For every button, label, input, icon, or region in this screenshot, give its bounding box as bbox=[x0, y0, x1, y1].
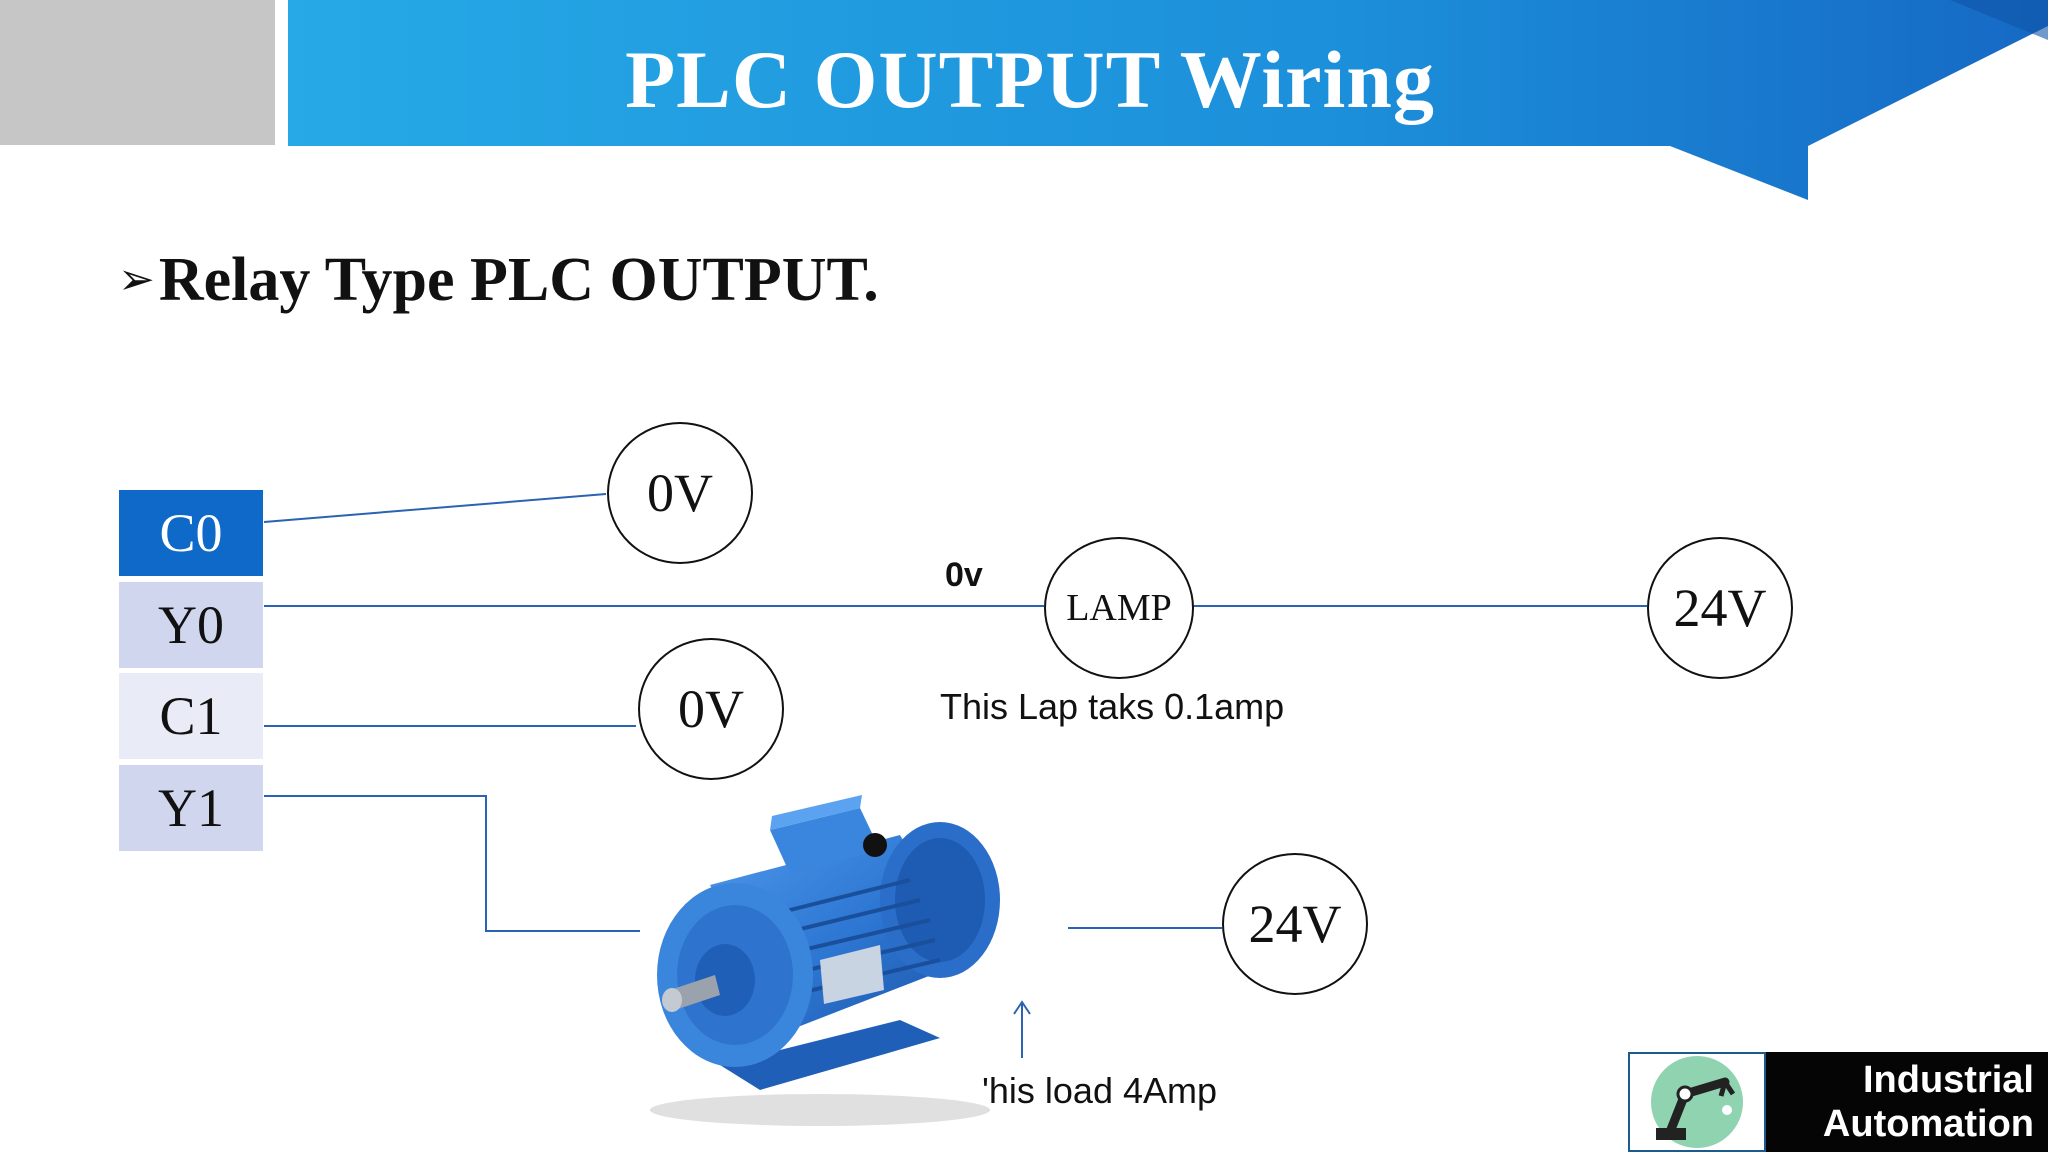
terminal-c1: C1 bbox=[119, 673, 263, 759]
header-banner bbox=[0, 0, 2048, 200]
wire-c0-0v bbox=[263, 493, 607, 523]
terminal-y1: Y1 bbox=[119, 765, 263, 851]
motor-note-text: his load 4Amp bbox=[988, 1070, 1218, 1111]
logo-line-2: Automation bbox=[1822, 1103, 2034, 1145]
terminal-c0: C0 bbox=[119, 490, 263, 576]
node-lamp: LAMP bbox=[1044, 537, 1194, 679]
node-c0-0v: 0V bbox=[607, 422, 753, 564]
robot-arm-icon bbox=[1628, 1052, 1766, 1152]
motor-current-note: 'his load 4Amp bbox=[982, 1070, 1217, 1112]
logo-text: Industrial Automation bbox=[1766, 1052, 2048, 1152]
industrial-automation-logo: Industrial Automation bbox=[1628, 1052, 2048, 1152]
lamp-0v-label: 0v bbox=[945, 556, 983, 594]
slide-title: PLC OUTPUT Wiring bbox=[625, 34, 1435, 125]
electric-motor-icon bbox=[650, 795, 1000, 1126]
arrow-head bbox=[1013, 1000, 1031, 1015]
terminal-y0: Y0 bbox=[119, 582, 263, 668]
banner-blue-ribbon bbox=[288, 0, 2048, 200]
logo-line-1: Industrial bbox=[1862, 1059, 2034, 1101]
wire-y1-motor bbox=[264, 795, 640, 932]
node-lamp-24v: 24V bbox=[1647, 537, 1793, 679]
slide-subtitle: ➢Relay Type PLC OUTPUT. bbox=[118, 240, 879, 320]
banner-corner-shade bbox=[1950, 0, 2048, 40]
node-c1-0v: 0V bbox=[638, 638, 784, 780]
subtitle-text: Relay Type PLC OUTPUT. bbox=[158, 246, 879, 314]
motor-note-clip-mark: ' bbox=[982, 1070, 989, 1111]
lamp-current-note: This Lap taks 0.1amp bbox=[940, 686, 1285, 727]
node-motor-24v: 24V bbox=[1222, 853, 1368, 995]
banner-gray-block bbox=[0, 0, 275, 145]
bullet-arrow-icon: ➢ bbox=[118, 254, 155, 305]
